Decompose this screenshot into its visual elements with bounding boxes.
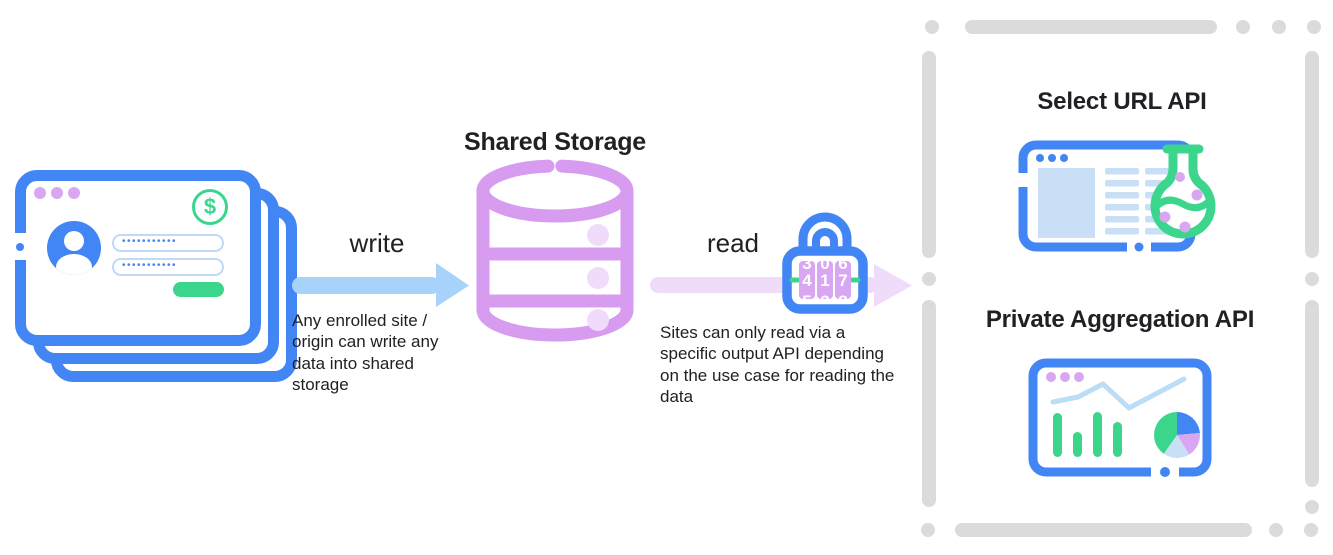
dial-partial-bottom: 8 [838,292,847,311]
lock-digit: 1 [820,271,829,290]
private-aggregation-api-icon [1028,358,1212,477]
select-url-api-title: Select URL API [1037,88,1207,115]
read-label: read [706,228,760,258]
password-field[interactable]: ••••••••••• [112,258,224,276]
dial-partial-top: 0 [820,254,829,273]
write-caption: Any enrolled site / origin can write any… [292,311,439,395]
window-dot-icon [51,187,63,199]
bar-chart-icon [1053,412,1122,457]
page-image-placeholder [1038,168,1095,238]
window-dot-icon [34,187,46,199]
lock-digit: 4 [802,271,812,290]
dial-partial-top: 3 [802,254,811,273]
lock-digit: 7 [838,271,847,290]
border-dot-icon [16,243,24,251]
masked-text: ••••••••••• [122,236,178,247]
dial-partial-bottom: 2 [820,292,829,311]
username-field[interactable]: ••••••••••• [112,234,224,252]
read-caption: Sites can only read via a specific outpu… [660,323,895,407]
dial-partial-bottom: 5 [802,292,811,311]
browser-window-front: $ ••••••••••• ••••••••••• [15,170,261,346]
masked-text: ••••••••••• [122,260,178,271]
write-arrow-icon [292,263,469,307]
user-avatar [47,221,101,275]
shared-storage-title: Shared Storage [464,128,646,156]
flask-icon [1150,144,1216,239]
dollar-glyph: $ [203,194,217,219]
dial-partial-top: 6 [838,254,847,273]
border-dot-icon [1134,242,1144,252]
window-dot-icon [68,187,80,199]
combination-lock-icon: 3 0 6 4 1 7 5 2 8 [782,212,868,314]
database-icon [476,159,634,342]
pie-chart-icon [1154,412,1200,458]
dashed-border [921,20,1322,537]
line-chart-icon [1050,376,1187,411]
border-dot-icon [1160,467,1170,477]
dollar-sign-icon: $ [192,189,228,225]
private-aggregation-api-title: Private Aggregation API [985,306,1255,333]
select-url-api-icon [1017,140,1216,252]
write-label: write [349,228,405,258]
submit-button[interactable] [173,282,224,297]
